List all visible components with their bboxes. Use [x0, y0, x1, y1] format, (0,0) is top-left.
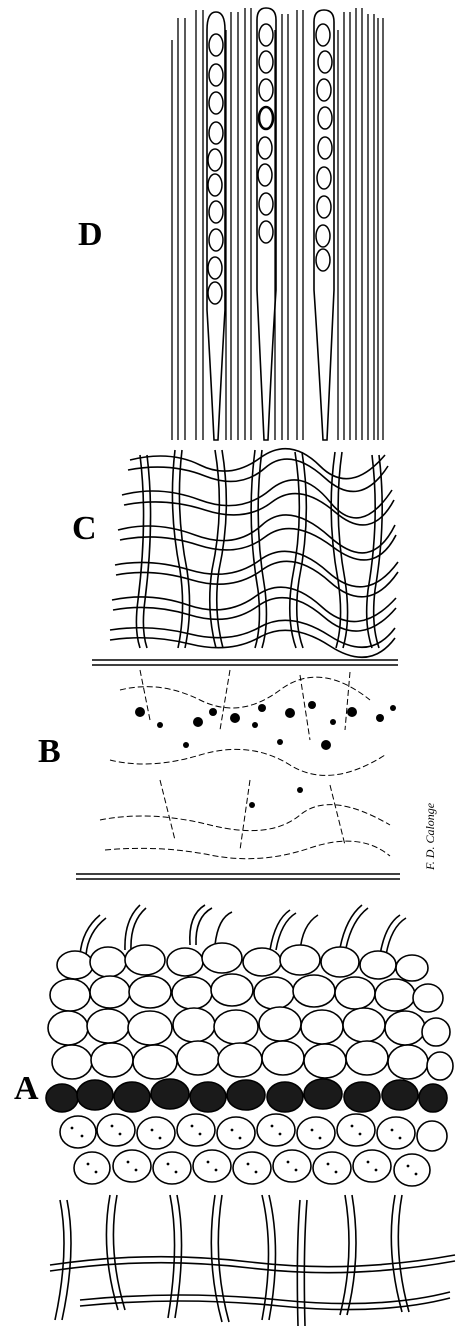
panel-label-a: A	[14, 1072, 39, 1106]
panel-label-d: D	[78, 218, 103, 252]
artist-signature: F. D. Calonge	[423, 803, 438, 870]
paraphyses	[172, 8, 383, 440]
gelatinous-layer	[76, 660, 400, 879]
subhymenium-layer	[110, 449, 398, 658]
panel-label-b: B	[38, 735, 61, 769]
basal-hyphae	[50, 1195, 455, 1326]
pigment-granules	[135, 701, 396, 808]
hymenium-layer	[172, 8, 383, 440]
speckled-cells	[60, 1114, 447, 1186]
pale-cells	[48, 943, 453, 1080]
panel-label-c: C	[72, 512, 97, 546]
surface-hairs	[80, 905, 406, 955]
excipulum-layer	[46, 905, 455, 1326]
pigmented-cells	[46, 1079, 447, 1112]
